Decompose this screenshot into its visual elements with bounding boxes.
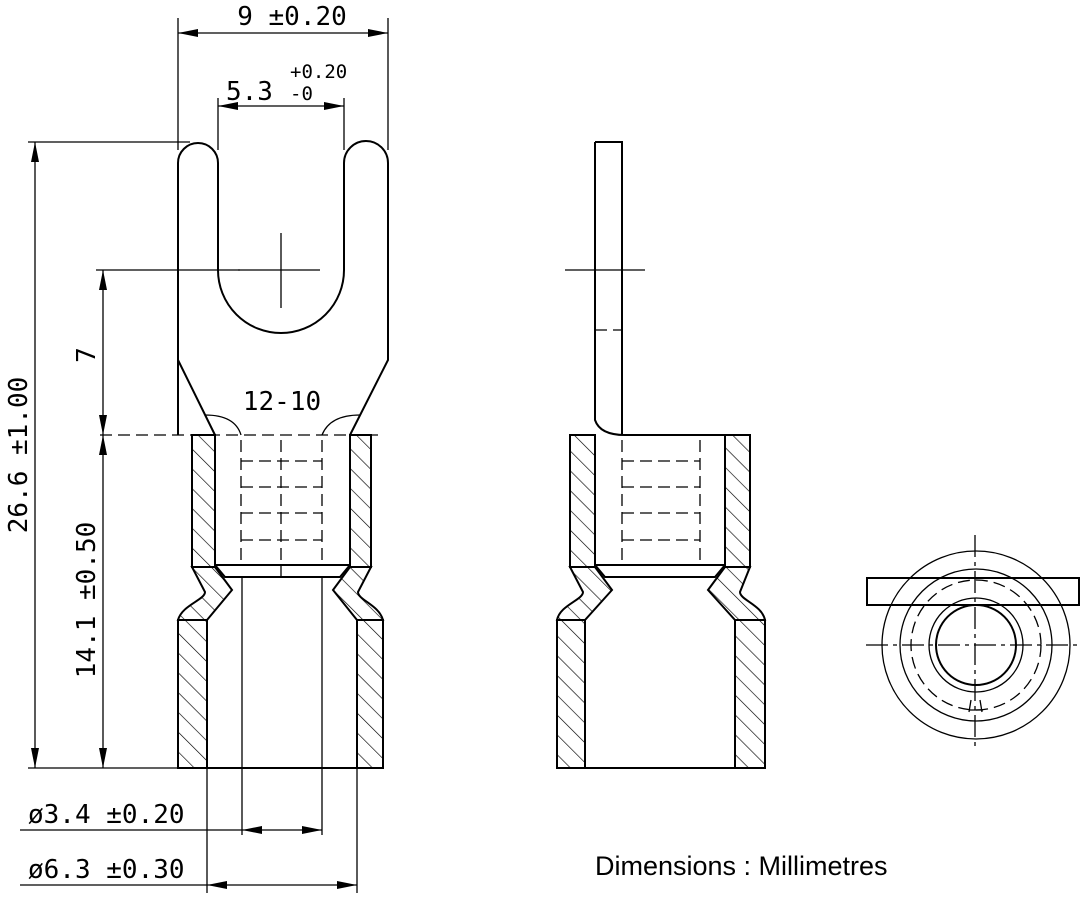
slot-tol-lower: -0 (290, 83, 313, 105)
lower-sleeve-right (356, 619, 384, 769)
spade-outline (177, 140, 389, 436)
front-view: 12-10 (100, 140, 389, 835)
sleeve-section-left (191, 434, 216, 568)
overall-width-dim: 9 ±0.20 (237, 2, 347, 32)
lower-sleeve-left (177, 619, 208, 769)
outer-diameter-dim: ø6.3 ±0.30 (28, 855, 185, 885)
end-view (866, 535, 1082, 750)
inner-diameter-dim: ø3.4 ±0.20 (28, 800, 185, 830)
sleeve-section-right (349, 434, 372, 568)
sleeve-length-dim: 14.1 ±0.50 (72, 522, 102, 679)
side-view (555, 141, 767, 769)
dimension-lines: 9 ±0.20 5.3 +0.20 -0 26.6 ±1.00 7 14.1 ±… (4, 2, 389, 893)
overall-length-dim: 26.6 ±1.00 (4, 377, 34, 534)
hole-to-sleeve-dim: 7 (72, 347, 102, 363)
units-note: Dimensions : Millimetres (595, 851, 888, 881)
slot-tol-upper: +0.20 (290, 61, 347, 83)
wire-gauge-label: 12-10 (243, 387, 321, 417)
slot-width-dim: 5.3 (226, 77, 273, 107)
